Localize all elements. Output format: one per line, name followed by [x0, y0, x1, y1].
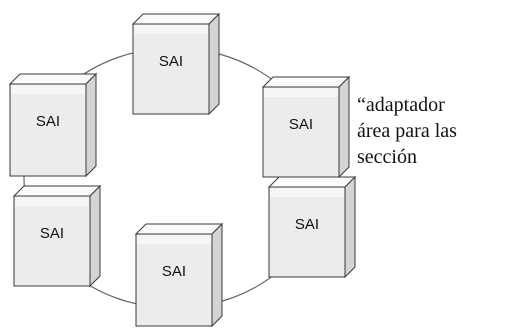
server-node: SAI — [131, 12, 221, 116]
server-node-front-face — [262, 86, 340, 178]
server-node-top-face — [8, 73, 98, 85]
server-node-bezel — [137, 235, 211, 244]
server-node-bezel — [134, 25, 208, 34]
server-node: SAI — [12, 184, 102, 288]
server-node-label: SAI — [40, 225, 64, 242]
server-node-bezel — [11, 85, 85, 94]
server-node-top-face — [131, 13, 221, 25]
server-node-front-face — [135, 233, 213, 327]
server-node-label: SAI — [289, 116, 313, 133]
server-node: SAI — [8, 72, 98, 178]
server-node: SAI — [134, 222, 224, 328]
caption-line-2: área para las — [357, 120, 457, 142]
server-node-bezel — [264, 88, 338, 97]
server-node-front-face — [13, 195, 91, 287]
server-node-side-face — [208, 12, 220, 116]
server-node-side-face — [344, 175, 356, 279]
server-node-bezel — [270, 188, 344, 197]
server-node-bezel — [15, 197, 89, 206]
caption: “adaptador área para las sección — [357, 92, 523, 170]
server-node-side-face — [89, 184, 101, 288]
server-node-front-face — [132, 23, 210, 115]
server-node-front-face — [268, 186, 346, 278]
server-node-side-face — [211, 222, 223, 328]
server-node-label: SAI — [36, 113, 60, 130]
server-node: SAI — [261, 75, 351, 179]
server-node-top-face — [134, 223, 224, 235]
server-node-label: SAI — [295, 216, 319, 233]
server-node-side-face — [85, 72, 97, 178]
caption-line-3: sección — [357, 146, 417, 168]
nodes-layer: SAI SAI SAI SAI SAI SAI — [8, 12, 357, 328]
server-node-top-face — [12, 185, 102, 197]
server-node-side-face — [338, 75, 350, 179]
caption-line-1: “adaptador — [357, 94, 445, 116]
server-node: SAI — [267, 175, 357, 279]
server-node-label: SAI — [162, 263, 186, 280]
server-node-top-face — [261, 76, 351, 88]
server-node-front-face — [9, 83, 87, 177]
server-node-label: SAI — [159, 53, 183, 70]
server-node-top-face — [267, 176, 357, 188]
